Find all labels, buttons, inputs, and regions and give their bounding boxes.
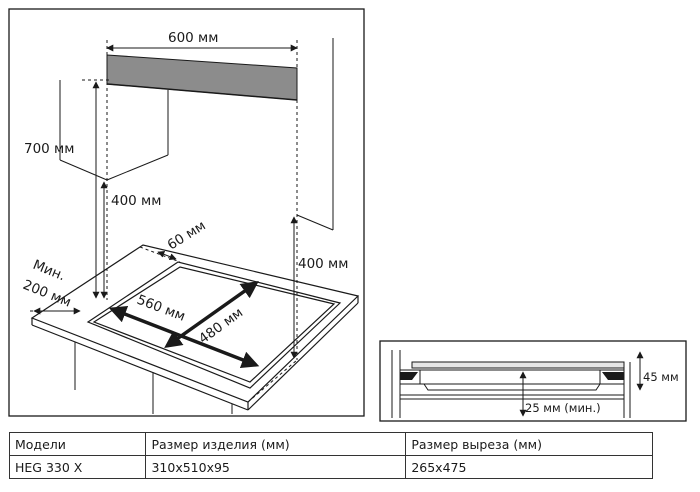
base-cabinet bbox=[74, 342, 233, 414]
dimension-400-left-label: 400 мм bbox=[111, 193, 161, 209]
table-row: HEG 330 X 310x510x95 265x475 bbox=[8, 455, 653, 479]
dimension-25-label: 25 мм (мин.) bbox=[525, 401, 601, 415]
dimension-480-arrow bbox=[164, 280, 259, 349]
dimension-480-label: 480 мм bbox=[196, 305, 246, 348]
dimension-200-label: 200 мм bbox=[21, 277, 74, 311]
dimension-60-line bbox=[157, 251, 177, 260]
table-header-row: Модели Размер изделия (мм) Размер выреза… bbox=[8, 432, 653, 456]
diagram-frame bbox=[8, 8, 365, 417]
header-model: Модели bbox=[8, 432, 147, 456]
dimension-600-label: 600 мм bbox=[168, 30, 218, 46]
cell-model: HEG 330 X bbox=[8, 455, 147, 479]
hood bbox=[106, 54, 298, 101]
wall-cabinet-left bbox=[59, 80, 169, 181]
hob-body bbox=[419, 370, 601, 385]
dimension-400-right-label: 400 мм bbox=[298, 256, 348, 272]
dimension-45-label: 45 мм bbox=[643, 370, 679, 384]
model-spec-table: Модели Размер изделия (мм) Размер выреза… bbox=[8, 432, 653, 479]
detail-cross-section: 45 мм 25 мм (мин.) bbox=[379, 340, 687, 422]
wall-right bbox=[296, 38, 334, 231]
hob-glass bbox=[411, 361, 625, 369]
header-product-size: Размер изделия (мм) bbox=[145, 432, 407, 456]
header-cutout-size: Размер выреза (мм) bbox=[405, 432, 653, 456]
cell-cutout-size: 265x475 bbox=[405, 455, 653, 479]
cell-product-size: 310x510x95 bbox=[145, 455, 407, 479]
dimension-700-label: 700 мм bbox=[24, 141, 74, 157]
detail-frame bbox=[379, 340, 687, 422]
dimension-60-label: 60 мм bbox=[165, 218, 209, 254]
